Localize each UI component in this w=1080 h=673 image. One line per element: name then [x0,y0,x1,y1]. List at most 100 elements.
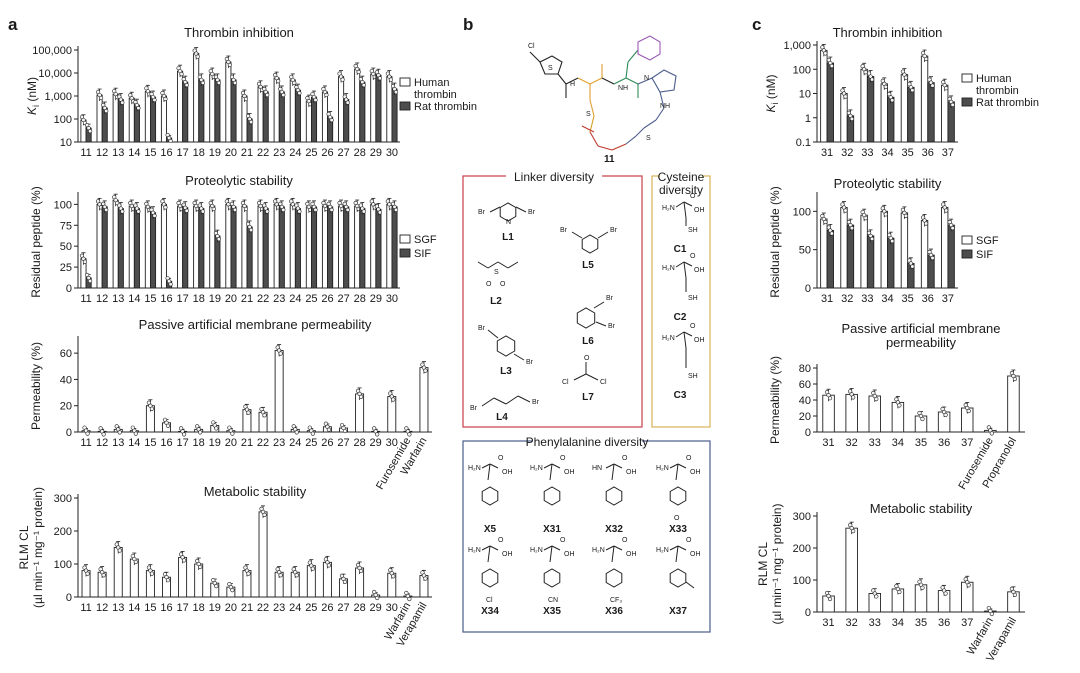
bond [515,206,527,213]
data-point [851,529,856,534]
bar [927,82,935,143]
y-axis-label: Residual peptide (%) [768,186,782,297]
data-point [149,571,155,576]
y-tick-label: 25 [60,262,72,274]
bond [507,261,519,269]
bar [182,81,189,143]
x-tick-label: 35 [902,147,914,159]
bond [487,545,491,563]
bond [549,545,553,563]
bar [177,205,184,289]
chart-title: Proteolytic stability [834,176,942,191]
legend-swatch [399,77,411,87]
data-point [1012,376,1018,382]
bond [477,261,489,269]
atom-label: Cl [600,379,607,386]
data-point [82,259,88,264]
x-tick-label: 22 [257,602,269,614]
ring [496,335,516,357]
atom-label: O [486,281,492,288]
atom-nh: NH [618,85,628,92]
bar [117,99,124,143]
bond [481,397,495,407]
bar [359,208,366,289]
data-point [326,427,332,432]
y-tick-label: 1,000 [783,40,811,52]
bar [112,199,119,289]
y-axis-label: Residual peptide (%) [29,186,43,297]
legend-label: SIF [414,248,431,260]
bar [354,205,361,289]
bar [887,96,895,143]
bond [517,395,531,403]
x-tick-label: 29 [370,437,382,449]
data-point [88,129,93,134]
bar [305,206,312,289]
data-point [216,237,222,242]
bar [262,91,269,143]
x-tick-label: 21 [241,602,253,614]
data-point [278,351,283,356]
x-tick-label: 28 [354,147,366,159]
data-point [823,51,828,56]
chart-title: Thrombin inhibition [833,25,943,40]
chart-c_pampa: Passive artificial membranepermeability0… [768,321,1025,492]
bond [683,201,687,219]
atom-label: H₂N [656,547,669,554]
data-point [863,216,868,221]
x-tick-label: 20 [225,293,237,305]
x-tick-label: 26 [321,147,333,159]
y-tick-label: 1,000 [44,91,72,103]
bond [605,545,615,551]
phe-title: Phenylalanine diversity [526,435,649,449]
data-point [243,206,249,212]
molecule-label: L4 [496,412,508,423]
bar [343,99,350,143]
x-tick-label: 15 [144,293,156,305]
data-point [211,206,216,212]
data-point [216,80,222,86]
bar [160,203,167,289]
legend-swatch [399,234,411,244]
y-tick-label: 0 [66,283,72,295]
bar [246,226,253,289]
y-tick-label: 10 [799,89,811,101]
atom-label: OH [694,207,705,214]
molecule-label: X36 [605,606,623,617]
compound-label: 11 [604,154,615,165]
bond [489,545,499,551]
data-point [249,227,254,233]
data-point [198,430,203,435]
bond [611,545,615,563]
bar [182,207,189,289]
molecule-label: C1 [674,244,687,255]
data-point [388,77,393,82]
bar [840,93,848,143]
data-point [966,408,971,414]
y-tick-label: 40 [60,374,72,386]
bar [294,89,301,143]
y-tick-label: 0 [66,427,72,439]
x-tick-label: 24 [289,293,301,305]
x-tick-label: 29 [370,147,382,159]
x-tick-label: 17 [177,293,189,305]
data-point [326,563,332,568]
bond [497,261,509,269]
x-tick-label: 31 [822,617,834,629]
atom-label: H₂N [662,205,675,212]
bar [907,86,915,143]
chart-title-line2: permeability [886,335,957,350]
bar [343,206,350,289]
bond [487,463,491,481]
data-point [294,573,299,578]
y-tick-label: 20 [799,411,811,423]
y-tick-label: 40 [799,395,811,407]
x-tick-label: 21 [241,147,253,159]
data-point [184,208,189,213]
x-tick-label: 30 [386,437,398,449]
bar [262,208,269,289]
bar [419,367,429,433]
